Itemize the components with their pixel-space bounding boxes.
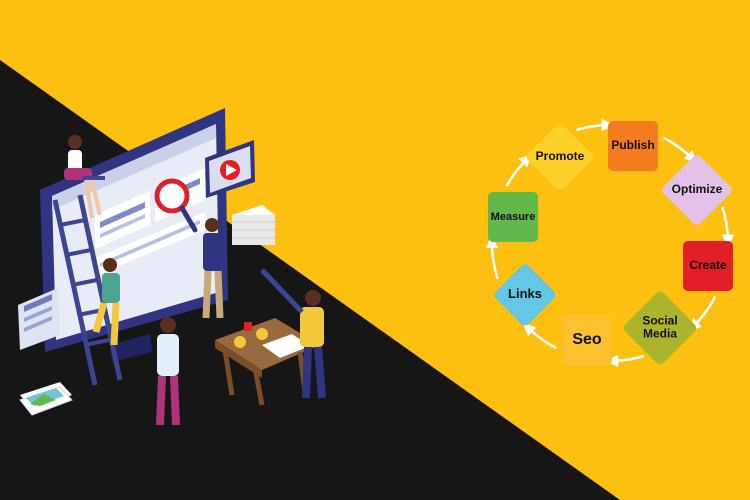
cycle-step-label: Publish (611, 138, 654, 152)
cycle-step-shape (608, 121, 658, 171)
person-magnifier (202, 218, 224, 319)
side-panel (18, 288, 60, 350)
cycle-step-promote: Promote (526, 123, 594, 191)
cycle-step-label: Links (508, 286, 542, 301)
magnifier-icon (154, 178, 198, 233)
person-phone (156, 317, 180, 426)
cycle-arrow (721, 206, 735, 247)
cycle-arrow (688, 295, 717, 332)
cycle-step-shape (562, 315, 612, 365)
cycle-step-label: Measure (491, 211, 536, 223)
cycle-step-shape (623, 291, 697, 365)
cycle-step-label: Optimize (672, 182, 723, 196)
cycle-arrow (505, 154, 532, 187)
cycle-step-seo: Seo (562, 315, 612, 365)
cycle-step-label: Create (689, 258, 727, 272)
cycle-step-label: Promote (536, 149, 585, 163)
cycle-step-measure: Measure (488, 192, 538, 242)
cycle-step-label: Seo (572, 331, 602, 348)
cycle-arrow (663, 136, 697, 163)
cycle-arrow (605, 354, 645, 368)
cycle-step-shape (662, 155, 732, 225)
person-sitting (64, 135, 105, 219)
person-ladder (92, 258, 120, 346)
cycle-arrow (576, 118, 615, 132)
cycle-step-shape (488, 192, 538, 242)
cycle-step-shape (683, 241, 733, 291)
video-play-icon (205, 140, 255, 198)
cycle-step-shape (526, 123, 594, 191)
paper-stack-icon (232, 205, 275, 245)
cycle-arrow (485, 235, 499, 280)
photo-card-icon (19, 382, 73, 416)
illustration (18, 108, 326, 426)
person-pointing (260, 268, 326, 399)
cycle-step-links: Links (494, 264, 556, 326)
cycle-step-publish: Publish (608, 121, 658, 171)
cycle-step-create: Create (683, 241, 733, 291)
cycle-step-shape (494, 264, 556, 326)
cycle-arrow (523, 323, 557, 350)
cycle-step-optimize: Optimize (662, 155, 732, 225)
